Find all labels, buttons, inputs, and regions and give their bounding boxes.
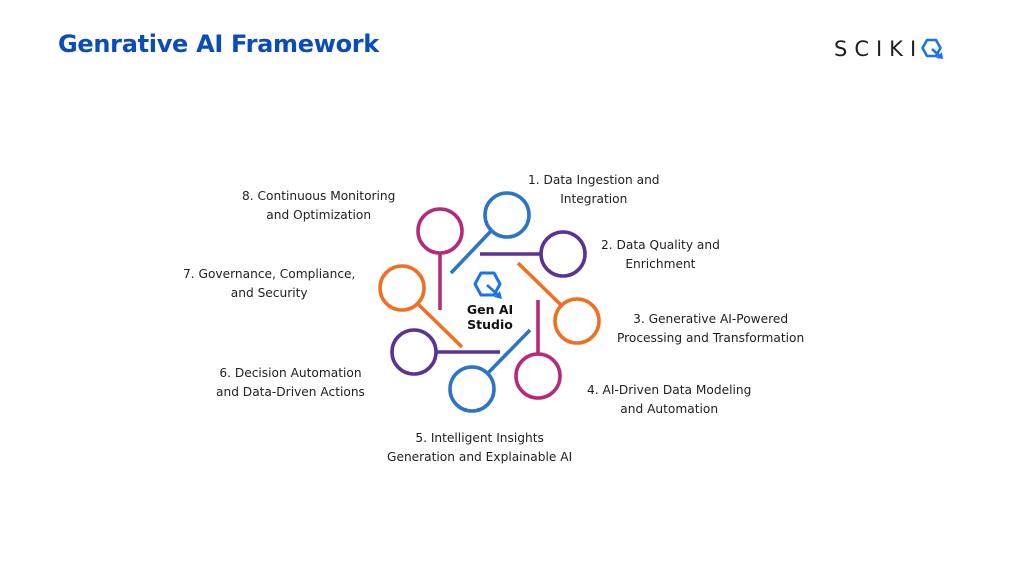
logo-q-hexagon-icon (921, 38, 944, 59)
logo-text: SCIKI (834, 37, 924, 61)
node-8-ring (416, 207, 464, 255)
node-3-ring (553, 297, 601, 345)
hub-hexagon-icon (473, 271, 502, 299)
step-2-label: 2. Data Quality and Enrichment (601, 238, 720, 271)
node-3-connector (516, 261, 601, 345)
step-7-label: 7. Governance, Compliance, and Security (183, 267, 356, 300)
page-title: Genrative AI Framework (58, 30, 379, 58)
hub-label-line1: Gen AI (466, 302, 514, 317)
node-6-connector (390, 328, 500, 376)
node-7-connector (378, 264, 464, 349)
step-8-label: 8. Continuous Monitoring and Optimizatio… (242, 189, 396, 222)
step-4-label: 4. AI-Driven Data Modeling and Automatio… (587, 383, 752, 416)
node-5-connector (448, 328, 532, 413)
node-1-ring (483, 191, 531, 239)
node-8-connector (416, 207, 464, 310)
node-5-ring (448, 365, 496, 413)
node-4-connector (514, 300, 562, 400)
hub-label: Gen AI Studio (458, 302, 522, 332)
node-2-connector (480, 230, 587, 278)
node-2-ring (539, 230, 587, 278)
node-1-connector (449, 191, 531, 275)
step-5-label: 5. Intelligent Insights Generation and E… (387, 431, 573, 464)
node-4-ring (514, 352, 562, 400)
node-6-ring (390, 328, 438, 376)
step-1-label: 1. Data Ingestion and Integration (528, 173, 660, 206)
step-3-label: 3. Generative AI-Powered Processing and … (617, 312, 805, 345)
step-6-label: 6. Decision Automation and Data-Driven A… (216, 366, 365, 399)
scikiq-logo: SCIKI (834, 37, 947, 61)
node-7-ring (378, 264, 426, 312)
hub-label-line2: Studio (467, 317, 513, 332)
